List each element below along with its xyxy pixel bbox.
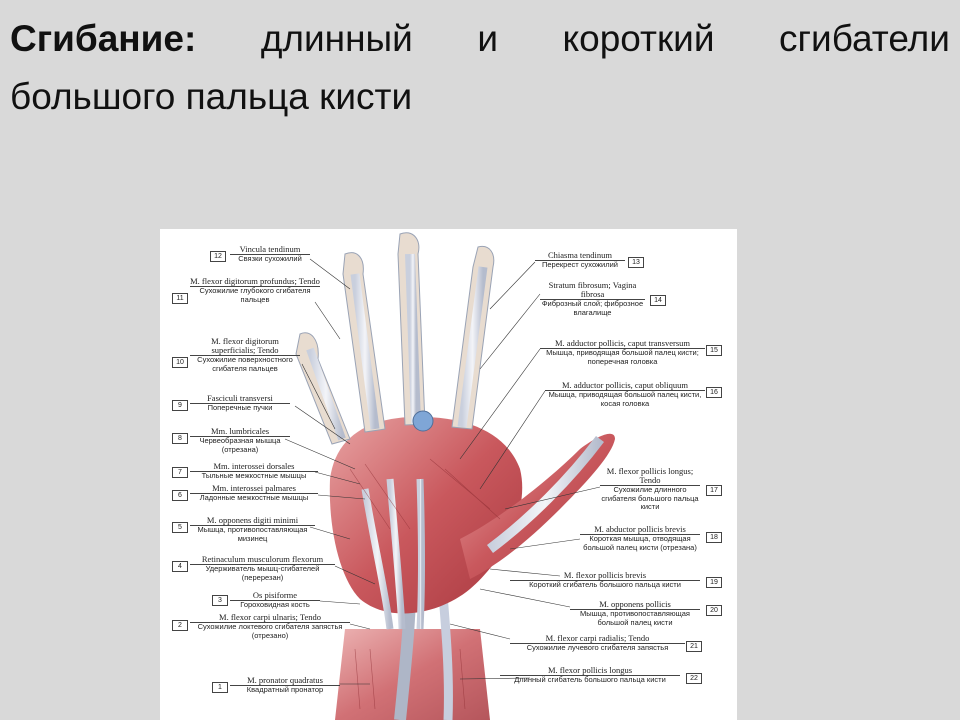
- label-adductor-pollicis-obliquum: M. adductor pollicis, caput obliquum Мыш…: [545, 381, 705, 408]
- label-latin: Retinaculum musculorum flexorum: [190, 555, 335, 565]
- label-latin: M. abductor pollicis brevis: [580, 525, 700, 535]
- label-russian: Длинный сгибатель большого пальца кисти: [514, 675, 666, 684]
- label-flexor-digitorum-profundus: M. flexor digitorum profundus; Tendo Сух…: [190, 277, 320, 304]
- label-latin: M. flexor pollicis longus; Tendo: [600, 467, 700, 486]
- callout-number-3: 3: [212, 595, 228, 606]
- label-russian: Сухожилие глубокого сгибателя пальцев: [199, 286, 311, 304]
- label-flexor-pollicis-longus-tendo: M. flexor pollicis longus; Tendo Сухожил…: [600, 467, 700, 512]
- label-russian: Мышца, противопоставляющая большой палец…: [579, 609, 690, 627]
- title-bold: Сгибание:: [10, 18, 197, 59]
- callout-number-1: 1: [212, 682, 228, 693]
- callout-number-7: 7: [172, 467, 188, 478]
- callout-number-20: 20: [706, 605, 722, 616]
- label-russian: Удерживатель мышц-сгибателей (перерезан): [205, 564, 320, 582]
- label-flexor-carpi-ulnaris: M. flexor carpi ulnaris; Tendo Сухожилие…: [190, 613, 350, 640]
- label-russian: Квадратный пронатор: [246, 685, 324, 694]
- label-flexor-pollicis-longus: M. flexor pollicis longus Длинный сгибат…: [500, 666, 680, 685]
- label-russian: Ладонные межкостные мышцы: [199, 493, 309, 502]
- slide-title: Сгибание: длинный и короткий сгибатели б…: [10, 10, 950, 126]
- label-latin: Mm. interossei dorsales: [190, 462, 318, 472]
- title-word-3: короткий: [562, 18, 715, 59]
- label-latin: M. flexor pollicis brevis: [510, 571, 700, 581]
- callout-number-16: 16: [706, 387, 722, 398]
- label-latin: Mm. interossei palmares: [190, 484, 318, 494]
- hand-anatomy-figure: 12 Vincula tendinum Связки сухожилий 11 …: [160, 229, 737, 720]
- callout-number-6: 6: [172, 490, 188, 501]
- title-word-2: и: [477, 18, 498, 59]
- label-chiasma-tendinum: Chiasma tendinum Перекрест сухожилий: [535, 251, 625, 270]
- label-pronator-quadratus: M. pronator quadratus Квадратный пронато…: [230, 676, 340, 695]
- label-latin: M. adductor pollicis, caput transversum: [540, 339, 705, 349]
- label-russian: Сухожилие лучевого сгибателя запястья: [526, 643, 669, 652]
- label-stratum-fibrosum: Stratum fibrosum; Vagina fibrosa Фиброзн…: [540, 281, 645, 317]
- label-flexor-carpi-radialis: M. flexor carpi radialis; Tendo Сухожили…: [510, 634, 685, 653]
- callout-number-5: 5: [172, 522, 188, 533]
- label-latin: Chiasma tendinum: [535, 251, 625, 261]
- label-russian: Короткая мышца, отводящая большой палец …: [583, 534, 697, 552]
- callout-number-11: 11: [172, 293, 188, 304]
- label-latin: Fasciculi transversi: [190, 394, 290, 404]
- label-latin: M. flexor carpi ulnaris; Tendo: [190, 613, 350, 623]
- title-word-4: сгибатели: [779, 18, 950, 59]
- label-latin: M. flexor digitorum profundus; Tendo: [190, 276, 320, 287]
- label-latin: Os pisiforme: [230, 591, 320, 601]
- label-latin: M. flexor digitorum superficialis; Tendo: [190, 337, 300, 356]
- label-retinaculum-flexorum: Retinaculum musculorum flexorum Удержива…: [190, 555, 335, 582]
- title-line-1: Сгибание: длинный и короткий сгибатели: [10, 10, 950, 68]
- label-russian: Сухожилие поверхностного сгибателя пальц…: [197, 355, 293, 373]
- callout-number-18: 18: [706, 532, 722, 543]
- label-interossei-dorsales: Mm. interossei dorsales Тыльные межкостн…: [190, 462, 318, 481]
- label-russian: Сухожилие локтевого сгибателя запястья (…: [197, 622, 343, 640]
- callout-number-15: 15: [706, 345, 722, 356]
- label-fasciculi-transversi: Fasciculi transversi Поперечные пучки: [190, 394, 290, 413]
- callout-number-13: 13: [628, 257, 644, 268]
- label-adductor-pollicis-transversum: M. adductor pollicis, caput transversum …: [540, 339, 705, 366]
- callout-number-12: 12: [210, 251, 226, 262]
- label-latin: M. flexor carpi radialis; Tendo: [510, 634, 685, 644]
- label-russian: Короткий сгибатель большого пальца кисти: [529, 580, 681, 589]
- callout-number-21: 21: [686, 641, 702, 652]
- label-latin: Stratum fibrosum; Vagina fibrosa: [540, 281, 645, 300]
- callout-number-4: 4: [172, 561, 188, 572]
- callout-number-10: 10: [172, 357, 188, 368]
- label-russian: Связки сухожилий: [238, 254, 302, 263]
- label-latin: M. pronator quadratus: [230, 676, 340, 686]
- label-russian: Червеобразная мышца (отрезана): [199, 436, 281, 454]
- label-latin: M. opponens pollicis: [570, 600, 700, 610]
- title-line-2: большого пальца кисти: [10, 76, 413, 117]
- label-latin: M. flexor pollicis longus: [500, 666, 680, 676]
- label-latin: Vincula tendinum: [230, 245, 310, 255]
- label-russian: Мышца, противопоставляющая мизинец: [197, 525, 308, 543]
- callout-number-9: 9: [172, 400, 188, 411]
- callout-number-14: 14: [650, 295, 666, 306]
- callout-number-19: 19: [706, 577, 722, 588]
- label-russian: Мышца, приводящая большой палец кисти, к…: [548, 390, 702, 408]
- label-vincula-tendinum: Vincula tendinum Связки сухожилий: [230, 245, 310, 264]
- label-latin: M. adductor pollicis, caput obliquum: [545, 381, 705, 391]
- label-lumbricales: Mm. lumbricales Червеобразная мышца (отр…: [190, 427, 290, 454]
- label-russian: Сухожилие длинного сгибателя большого па…: [601, 485, 699, 511]
- label-latin: Mm. lumbricales: [190, 427, 290, 437]
- label-interossei-palmares: Mm. interossei palmares Ладонные межкост…: [190, 484, 318, 503]
- callout-number-17: 17: [706, 485, 722, 496]
- label-russian: Гороховидная кость: [240, 600, 310, 609]
- hand-illustration: [284, 232, 615, 720]
- label-os-pisiforme: Os pisiforme Гороховидная кость: [230, 591, 320, 610]
- callout-number-22: 22: [686, 673, 702, 684]
- label-flexor-digitorum-superficialis: M. flexor digitorum superficialis; Tendo…: [190, 337, 300, 373]
- callout-number-2: 2: [172, 620, 188, 631]
- label-flexor-pollicis-brevis: M. flexor pollicis brevis Короткий сгиба…: [510, 571, 700, 590]
- label-russian: Перекрест сухожилий: [541, 260, 618, 269]
- title-word-1: длинный: [260, 18, 413, 59]
- label-russian: Мышца, приводящая большой палец кисти; п…: [546, 348, 699, 366]
- label-russian: Поперечные пучки: [207, 403, 273, 412]
- label-russian: Тыльные межкостные мышцы: [201, 471, 307, 480]
- label-opponens-digiti-minimi: M. opponens digiti minimi Мышца, противо…: [190, 516, 315, 543]
- label-russian: Фиброзный слой; фиброзное влагалище: [541, 299, 644, 317]
- label-abductor-pollicis-brevis: M. abductor pollicis brevis Короткая мыш…: [580, 525, 700, 552]
- label-latin: M. opponens digiti minimi: [190, 516, 315, 526]
- label-opponens-pollicis: M. opponens pollicis Мышца, противопоста…: [570, 600, 700, 627]
- callout-number-8: 8: [172, 433, 188, 444]
